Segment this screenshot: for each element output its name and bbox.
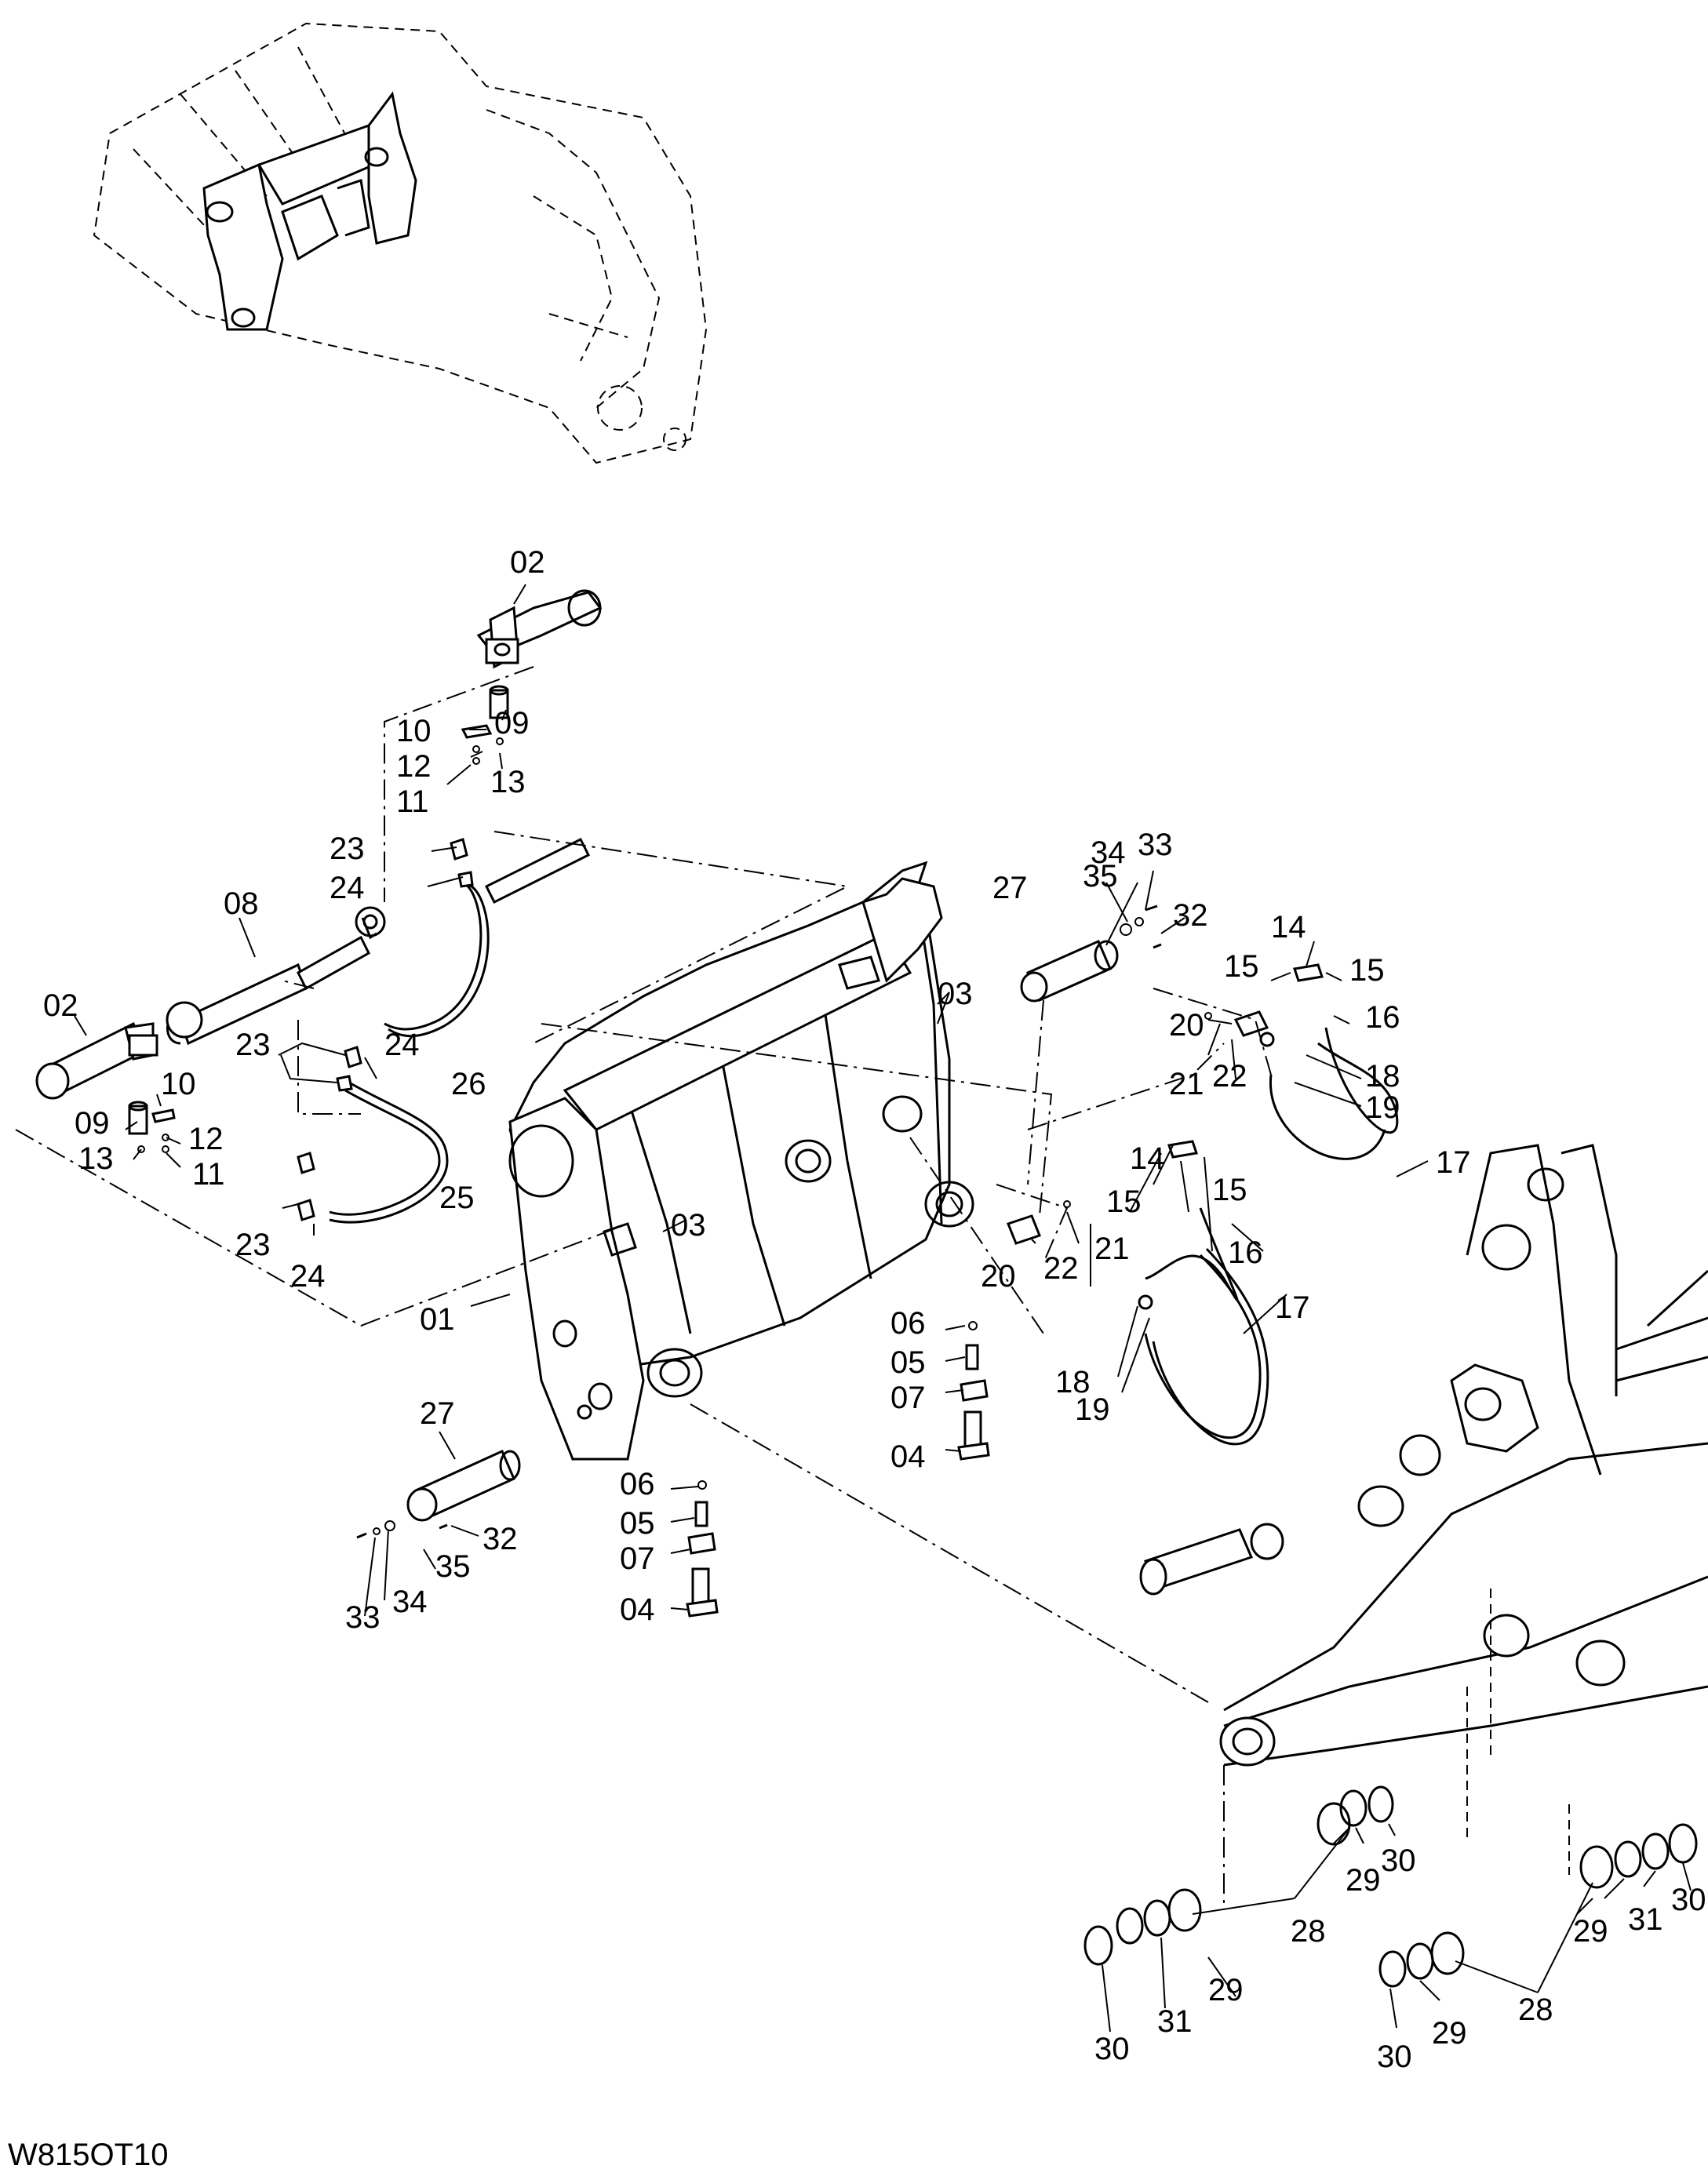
label-05-b: 05 (620, 1506, 655, 1541)
label-11-left: 11 (192, 1157, 225, 1192)
label-27-a: 27 (992, 871, 1028, 905)
label-07-a: 07 (890, 1381, 926, 1415)
label-17-b: 17 (1275, 1290, 1310, 1325)
label-11-top: 11 (396, 784, 429, 819)
label-20-a: 20 (1169, 1008, 1204, 1043)
label-32-b: 32 (483, 1522, 518, 1556)
label-01: 01 (420, 1302, 455, 1337)
label-28-b: 28 (1518, 1993, 1553, 2027)
label-23-a: 23 (330, 832, 365, 866)
label-19-b: 19 (1075, 1392, 1110, 1427)
label-13-top: 13 (490, 765, 526, 799)
attachment-frame (508, 861, 974, 1461)
label-04-b: 04 (620, 1592, 655, 1627)
label-10-top: 10 (396, 714, 432, 748)
label-24-b: 24 (384, 1028, 420, 1062)
label-35-b: 35 (435, 1549, 471, 1584)
label-18-a: 18 (1365, 1059, 1400, 1094)
label-19-a: 19 (1365, 1090, 1400, 1125)
label-24-c: 24 (290, 1259, 326, 1294)
label-14-a: 14 (1271, 910, 1306, 944)
drawing-code: W815OT10 (8, 2138, 169, 2172)
label-07-b: 07 (620, 1541, 655, 1576)
label-15-b2: 15 (1212, 1173, 1247, 1207)
label-30-a: 30 (1381, 1843, 1416, 1878)
label-29-a: 29 (1346, 1863, 1381, 1898)
label-27-b: 27 (420, 1396, 455, 1431)
overview-inset (93, 22, 708, 464)
label-16-b: 16 (1228, 1236, 1263, 1270)
bushings (1083, 1785, 1698, 1988)
label-29-d: 29 (1432, 2016, 1467, 2051)
label-02-top: 02 (510, 545, 545, 580)
pin-27-left (356, 1450, 521, 1539)
fastener-stacks (686, 1321, 990, 1618)
label-12-top: 12 (396, 749, 432, 784)
label-08: 08 (224, 886, 259, 921)
label-03-mid: 03 (671, 1208, 706, 1243)
label-16-a: 16 (1365, 1000, 1400, 1035)
label-34-b: 34 (392, 1585, 428, 1619)
loader-boom (1139, 1144, 1708, 1875)
hose-group-right (1007, 963, 1399, 1446)
label-22-b: 22 (1043, 1251, 1079, 1286)
label-33-a: 33 (1138, 828, 1173, 862)
label-15-a1: 15 (1224, 949, 1259, 984)
label-05-a: 05 (890, 1345, 926, 1380)
leader-lines (74, 584, 1692, 2033)
label-04-a: 04 (890, 1439, 926, 1474)
label-32-a: 32 (1173, 898, 1208, 933)
label-15-a2: 15 (1349, 953, 1385, 988)
label-10-left: 10 (161, 1067, 196, 1101)
label-18-b: 18 (1055, 1365, 1091, 1399)
label-06-a: 06 (890, 1306, 926, 1341)
label-03-right: 03 (938, 977, 973, 1011)
label-31-b: 31 (1628, 1902, 1663, 1937)
label-21-b: 21 (1094, 1232, 1130, 1266)
label-20-b: 20 (981, 1259, 1016, 1294)
label-23-b: 23 (235, 1028, 271, 1062)
alignment-lines (15, 666, 1272, 1906)
label-17-a: 17 (1436, 1145, 1471, 1180)
label-24-a: 24 (330, 871, 365, 905)
label-25: 25 (439, 1181, 475, 1215)
label-15-b1: 15 (1106, 1185, 1142, 1219)
label-35-a: 35 (1083, 859, 1118, 893)
label-26: 26 (451, 1067, 486, 1101)
label-12-left: 12 (188, 1122, 224, 1156)
label-21-a: 21 (1169, 1067, 1204, 1101)
label-30-d: 30 (1377, 2040, 1412, 2074)
label-30-c: 30 (1671, 1883, 1706, 1917)
label-02-left: 02 (43, 988, 78, 1023)
label-06-b: 06 (620, 1467, 655, 1501)
label-33-b: 33 (345, 1600, 381, 1635)
label-34-a: 34 (1091, 835, 1126, 870)
hoses (297, 838, 490, 1224)
cylinder-assembly (35, 589, 603, 1153)
label-14-b: 14 (1130, 1141, 1165, 1176)
part-labels: 02 10 09 12 13 11 23 24 08 02 10 09 12 1… (43, 545, 1706, 2074)
label-22-a: 22 (1212, 1059, 1247, 1094)
label-31-a: 31 (1157, 2004, 1193, 2039)
label-30-b: 30 (1094, 2032, 1130, 2066)
label-23-c: 23 (235, 1228, 271, 1262)
label-09-top: 09 (494, 706, 530, 741)
label-29-b: 29 (1208, 1973, 1244, 2007)
pin-27-right (1020, 904, 1162, 1003)
label-29-c: 29 (1573, 1914, 1608, 1949)
label-13-left: 13 (78, 1141, 114, 1176)
label-09-left: 09 (75, 1106, 110, 1141)
label-28-a: 28 (1291, 1914, 1326, 1949)
